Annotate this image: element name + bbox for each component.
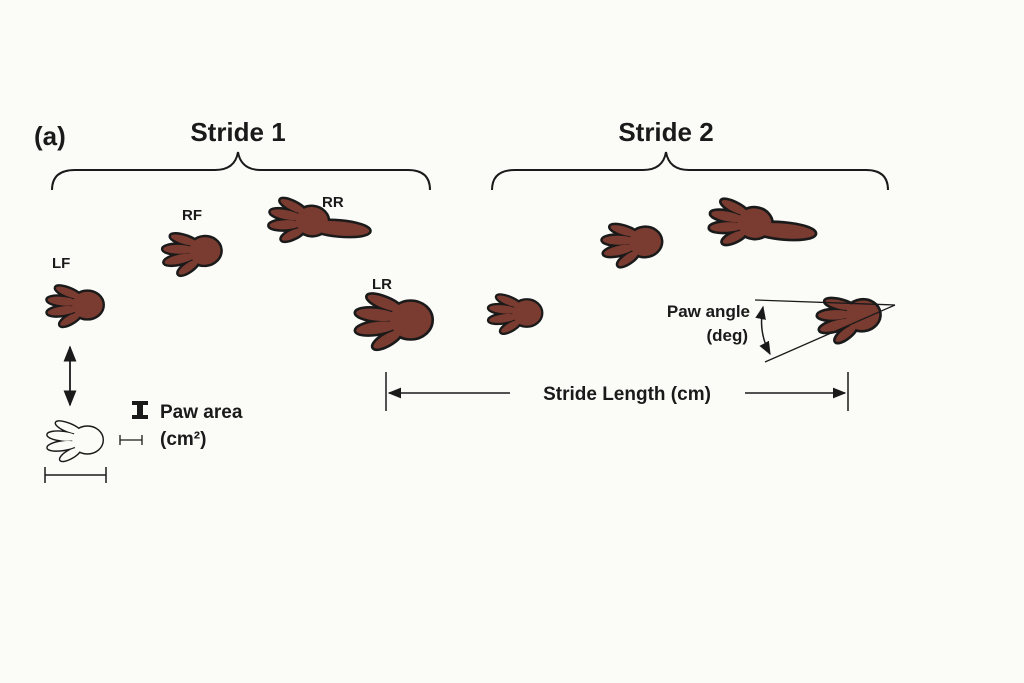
stride-2-brace: [491, 151, 889, 191]
stride-1-label: Stride 1: [190, 117, 285, 147]
paw-angle-label: Paw angle: [667, 302, 750, 321]
paw-print-lf: [47, 284, 103, 328]
paw-area-unit: (cm²): [160, 429, 206, 450]
travel-direction-line: [764, 304, 896, 363]
paw-label-rr: RR: [322, 194, 344, 211]
panel-label: (a): [34, 121, 66, 151]
paw-label-rf: RF: [182, 207, 202, 224]
stride-length-label: Stride Length (cm): [543, 384, 711, 405]
paw-print-lr: [355, 291, 431, 351]
paw-print-rf-2: [601, 219, 663, 270]
paw-print-lf-2: [489, 293, 542, 335]
paw-axis-line: [754, 299, 896, 306]
paw-angle-unit: (deg): [706, 326, 748, 345]
angle-arrow: [755, 305, 771, 356]
paw-print-lr-2: [815, 290, 883, 347]
paw-print-rr: [268, 195, 372, 250]
paw-label-lf: LF: [52, 255, 70, 272]
stride-1-brace: [51, 151, 431, 191]
paw-outline-print: [45, 417, 105, 465]
i-beam-icon: [132, 401, 148, 419]
paw-print-rf: [161, 228, 222, 278]
paw-print-rr-2: [708, 196, 817, 254]
paw-label-lr: LR: [372, 276, 392, 293]
stride-2-label: Stride 2: [618, 117, 713, 147]
paw-area-label: Paw area: [160, 402, 243, 423]
